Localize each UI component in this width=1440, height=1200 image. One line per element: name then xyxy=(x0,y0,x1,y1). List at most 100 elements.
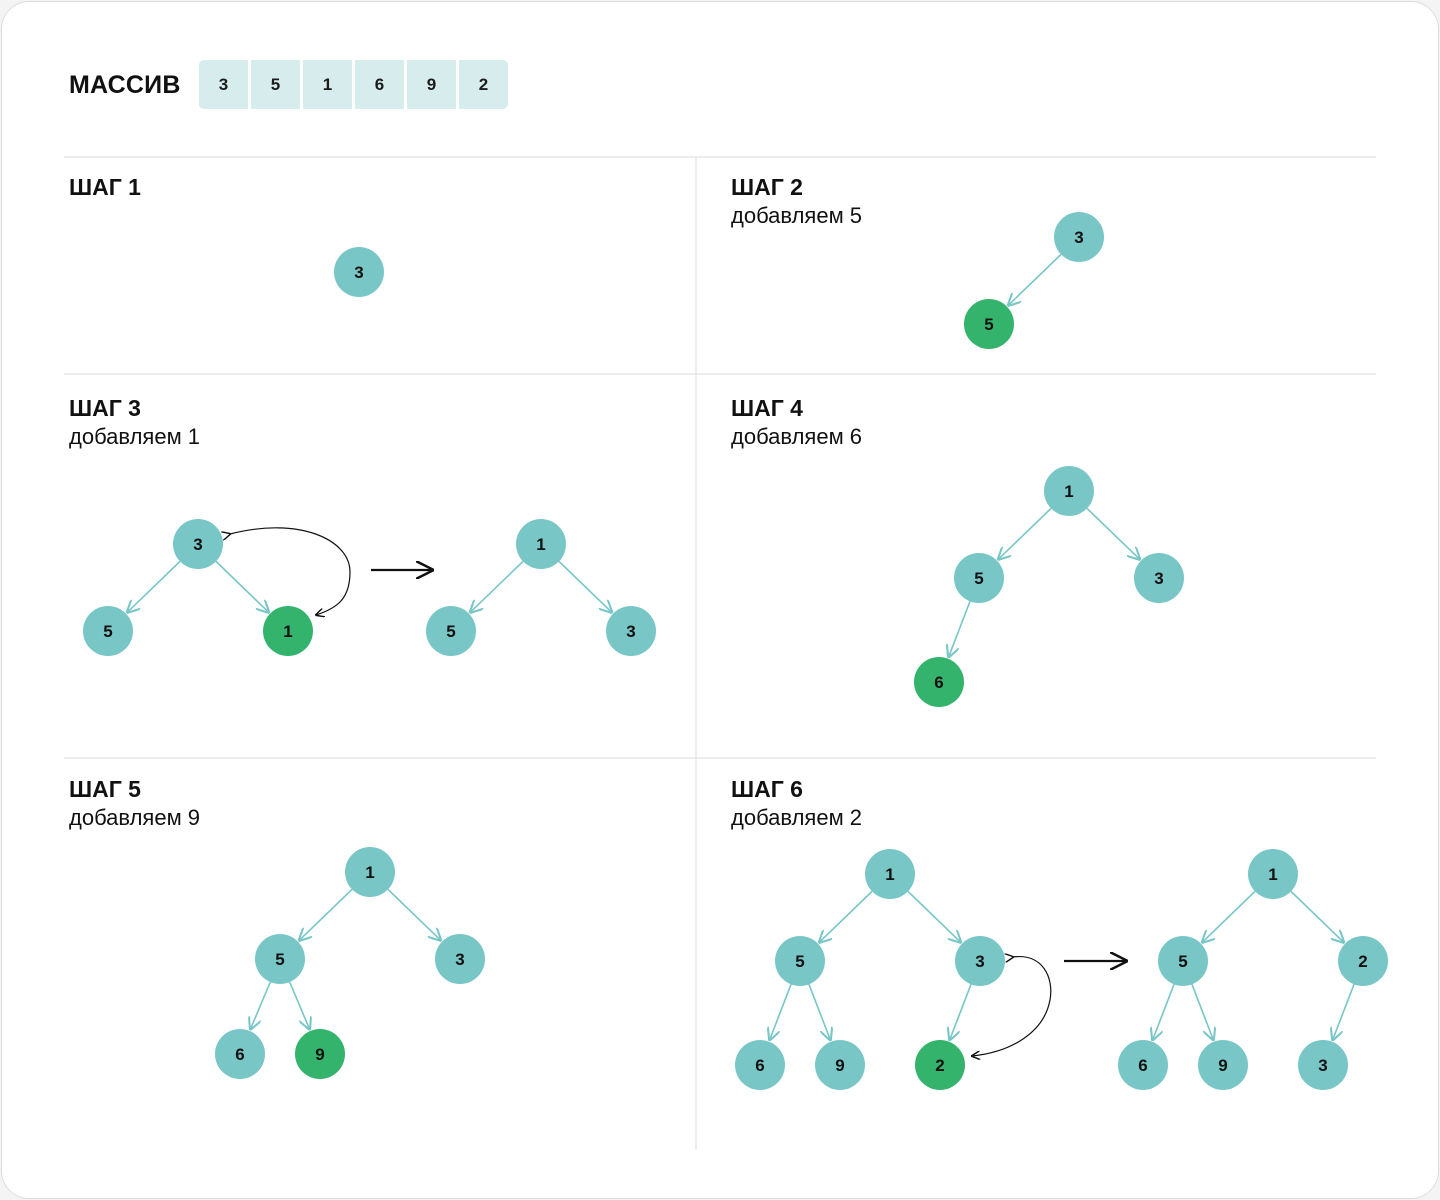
step-6-title: ШАГ 6 xyxy=(731,776,803,802)
node-value: 3 xyxy=(1318,1056,1327,1075)
node-circle xyxy=(865,849,915,899)
node-circle xyxy=(345,847,395,897)
heap-node: 2 xyxy=(1338,936,1388,986)
node-value: 5 xyxy=(1178,952,1187,971)
tree-edge xyxy=(1333,984,1355,1039)
node-circle xyxy=(1158,936,1208,986)
node-value: 1 xyxy=(1064,482,1073,501)
node-value: 3 xyxy=(354,263,363,282)
tree-edge xyxy=(998,507,1052,559)
new-heap-node: 1 xyxy=(263,606,313,656)
heap-node: 1 xyxy=(1044,466,1094,516)
heap-node: 3 xyxy=(435,934,485,984)
tree-edge xyxy=(470,560,524,612)
node-circle xyxy=(263,606,313,656)
node-value: 3 xyxy=(1154,569,1163,588)
tree-edge xyxy=(819,890,873,942)
heap-node: 5 xyxy=(954,553,1004,603)
array-cell: 5 xyxy=(251,60,300,109)
step-3-title: ШАГ 3 xyxy=(69,395,141,421)
new-heap-node: 9 xyxy=(295,1029,345,1079)
node-value: 2 xyxy=(935,1056,944,1075)
node-circle xyxy=(255,934,305,984)
node-circle xyxy=(815,1040,865,1090)
node-circle xyxy=(775,936,825,986)
node-value: 1 xyxy=(536,535,545,554)
tree-edge xyxy=(215,560,269,612)
new-heap-node: 5 xyxy=(964,299,1014,349)
step-1-title: ШАГ 1 xyxy=(69,174,141,200)
node-circle xyxy=(435,934,485,984)
node-circle xyxy=(334,247,384,297)
node-circle xyxy=(426,606,476,656)
node-value: 3 xyxy=(975,952,984,971)
heap-node: 1 xyxy=(1248,849,1298,899)
tree-edge xyxy=(299,888,353,940)
step-5-title: ШАГ 5 xyxy=(69,776,141,802)
heap-node: 6 xyxy=(735,1040,785,1090)
node-circle xyxy=(914,657,964,707)
node-circle xyxy=(735,1040,785,1090)
node-circle xyxy=(173,519,223,569)
tree-edge xyxy=(950,984,972,1039)
heap-node: 5 xyxy=(83,606,133,656)
swap-arrow xyxy=(972,957,1052,1056)
tree-edge xyxy=(949,601,971,656)
heap-node: 1 xyxy=(345,847,395,897)
array-cell: 2 xyxy=(459,60,508,109)
node-value: 5 xyxy=(984,315,993,334)
node-value: 5 xyxy=(974,569,983,588)
array-cell: 6 xyxy=(355,60,404,109)
heap-node: 6 xyxy=(215,1029,265,1079)
heap-node: 3 xyxy=(1134,553,1184,603)
tree-edge xyxy=(288,981,310,1029)
step-5-subtitle: добавляем 9 xyxy=(69,805,201,830)
node-value: 6 xyxy=(755,1056,764,1075)
heap-node: 5 xyxy=(426,606,476,656)
step-6-subtitle: добавляем 2 xyxy=(731,805,863,830)
step-4-title: ШАГ 4 xyxy=(731,395,803,421)
node-circle xyxy=(1054,212,1104,262)
node-value: 1 xyxy=(885,865,894,884)
array-label: МАССИВ xyxy=(69,71,181,99)
heap-node: 1 xyxy=(516,519,566,569)
step-3-subtitle: добавляем 1 xyxy=(69,424,201,449)
node-circle xyxy=(606,606,656,656)
heap-node: 5 xyxy=(255,934,305,984)
heap-node: 1 xyxy=(865,849,915,899)
node-value: 5 xyxy=(103,622,112,641)
heap-node: 5 xyxy=(1158,936,1208,986)
heap-node: 6 xyxy=(1118,1040,1168,1090)
step-2-subtitle: добавляем 5 xyxy=(731,203,863,228)
tree-edge xyxy=(1191,984,1213,1039)
node-circle xyxy=(915,1040,965,1090)
node-circle xyxy=(955,936,1005,986)
heap-node: 3 xyxy=(334,247,384,297)
node-value: 9 xyxy=(835,1056,844,1075)
node-circle xyxy=(1298,1040,1348,1090)
node-value: 5 xyxy=(275,950,284,969)
node-value: 3 xyxy=(626,622,635,641)
array-cells: 3 5 1 6 9 2 xyxy=(199,60,508,109)
heap-node: 3 xyxy=(1054,212,1104,262)
tree-edge xyxy=(1008,253,1062,305)
tree-edge xyxy=(808,984,830,1039)
grid-dividers xyxy=(64,156,1376,1150)
tree-edge xyxy=(1202,890,1256,942)
node-circle xyxy=(1338,936,1388,986)
node-circle xyxy=(954,553,1004,603)
tree-edge xyxy=(387,888,441,940)
node-circle xyxy=(964,299,1014,349)
node-value: 9 xyxy=(1218,1056,1227,1075)
array-cell: 9 xyxy=(407,60,456,109)
node-value: 3 xyxy=(193,535,202,554)
step-2-title: ШАГ 2 xyxy=(731,174,803,200)
tree-edge xyxy=(127,560,181,612)
node-circle xyxy=(516,519,566,569)
heap-node: 9 xyxy=(815,1040,865,1090)
tree-edge xyxy=(1086,507,1140,559)
heap-node: 3 xyxy=(606,606,656,656)
node-value: 2 xyxy=(1358,952,1367,971)
